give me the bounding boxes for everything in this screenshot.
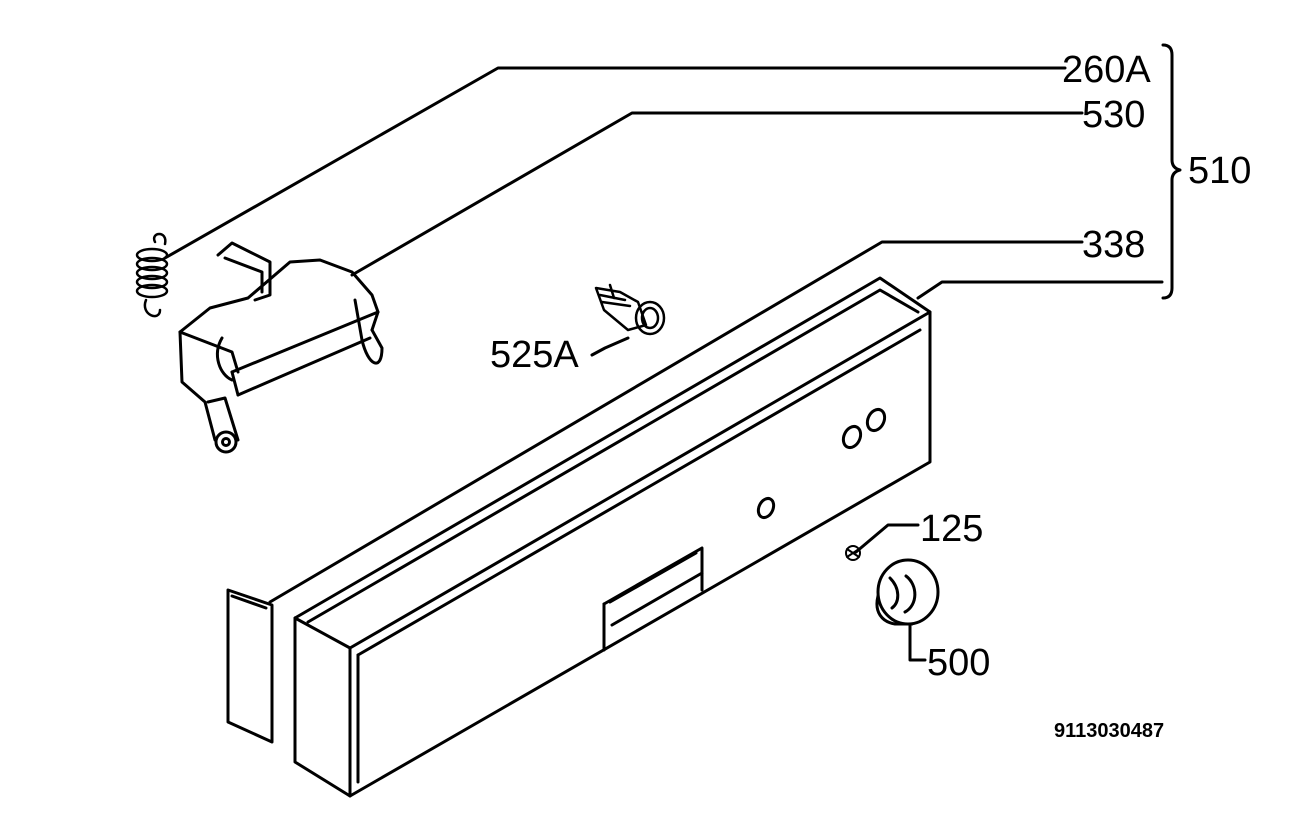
leader-338 [270,242,1082,602]
control-panel-part [295,278,930,796]
callout-525a: 525A [490,334,579,376]
lever-part [180,243,382,452]
assembly-bracket [1163,45,1180,298]
leader-500 [910,625,925,660]
nut-part [846,546,860,560]
leader-lines [165,68,1162,660]
indicator-lens-part [596,285,664,334]
leader-530 [352,113,1082,275]
spring-part [137,234,167,316]
leader-panel [918,282,1162,298]
callout-500: 500 [927,642,991,684]
callout-338: 338 [1082,224,1146,266]
callout-260a: 260A [1062,49,1151,91]
leader-125 [856,525,918,552]
knob-part [877,560,938,624]
callout-125: 125 [920,508,984,550]
callout-530: 530 [1082,94,1146,136]
callout-510: 510 [1188,150,1252,192]
drawing-number: 9113030487 [1054,720,1165,742]
leader-260a [165,68,1065,258]
end-cap-part [228,590,272,742]
leader-525a [592,338,628,355]
